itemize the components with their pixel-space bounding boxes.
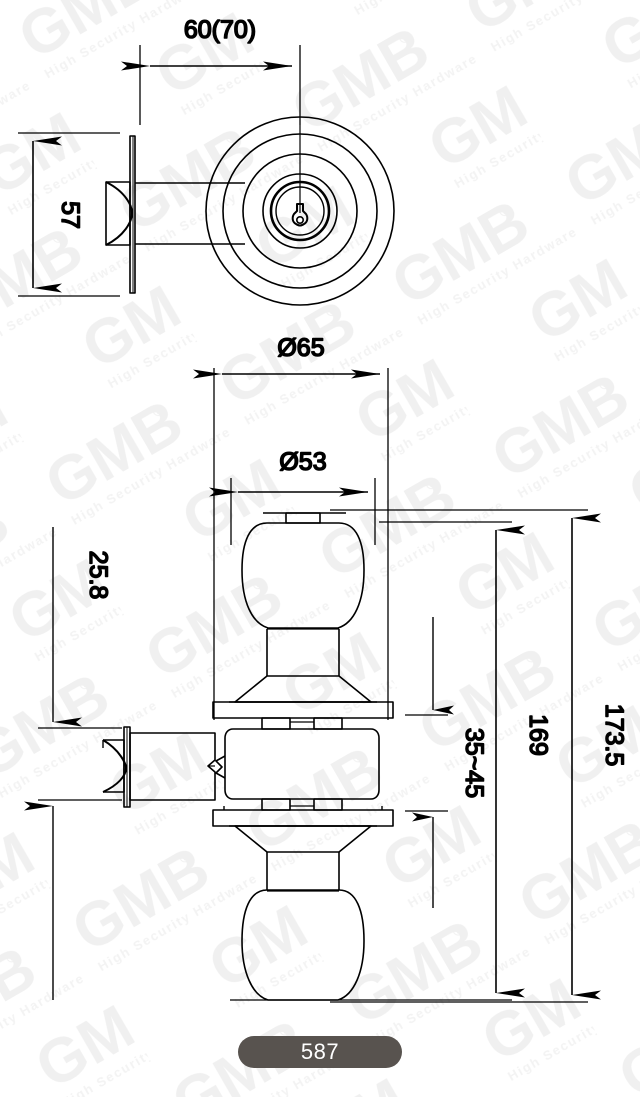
- model-number-badge: 587: [238, 1036, 402, 1068]
